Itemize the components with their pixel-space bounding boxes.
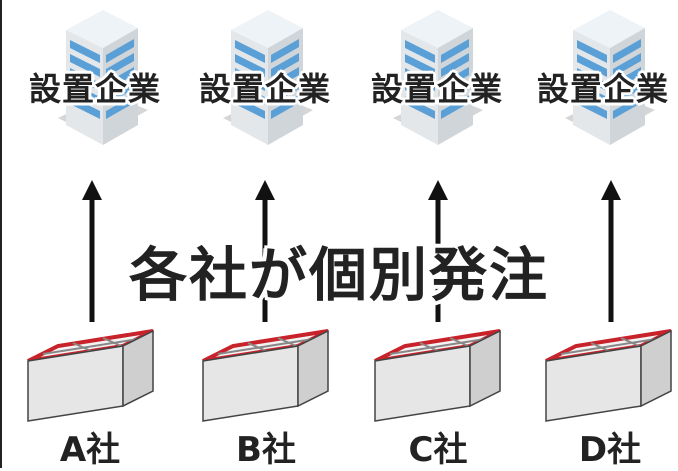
building-label-a: 設置企業 [28,70,161,108]
building-label-b: 設置企業 [198,70,331,108]
supplier-box-icon-c [374,329,501,422]
supplier-box-icon-a [27,329,154,422]
supplier-label-b: B社 [236,430,296,470]
building-icon-c [393,10,483,145]
building-label-c: 設置企業 [370,70,503,108]
supplier-label-d: D社 [578,430,642,470]
building-label-d: 設置企業 [536,70,669,108]
building-icon-d [565,10,655,145]
supplier-label-a: A社 [59,430,121,470]
supplier-box-icon-d [545,329,672,422]
building-icon-b [223,10,313,145]
supplier-box-icon-b [202,329,329,422]
supplier-label-c: C社 [408,430,468,470]
center-caption: 各社が個別発注 [128,241,549,309]
building-icon-a [58,10,148,145]
